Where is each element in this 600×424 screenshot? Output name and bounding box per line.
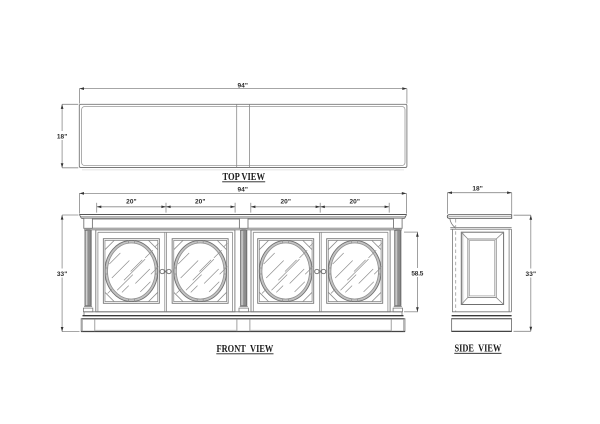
svg-text:20": 20"	[126, 199, 137, 206]
svg-text:18": 18"	[472, 186, 483, 193]
svg-text:18": 18"	[57, 134, 68, 141]
svg-text:FRONT VIEW: FRONT VIEW	[217, 343, 274, 355]
svg-text:33": 33"	[526, 271, 537, 278]
svg-text:94": 94"	[237, 187, 248, 194]
svg-text:20": 20"	[280, 199, 291, 206]
svg-text:TOP VIEW: TOP VIEW	[223, 171, 266, 183]
svg-text:94": 94"	[237, 82, 248, 89]
svg-text:33": 33"	[57, 271, 68, 278]
svg-text:SIDE VIEW: SIDE VIEW	[455, 343, 502, 355]
svg-text:20": 20"	[195, 199, 206, 206]
svg-text:58.5: 58.5	[411, 270, 423, 277]
svg-text:20": 20"	[349, 199, 360, 206]
